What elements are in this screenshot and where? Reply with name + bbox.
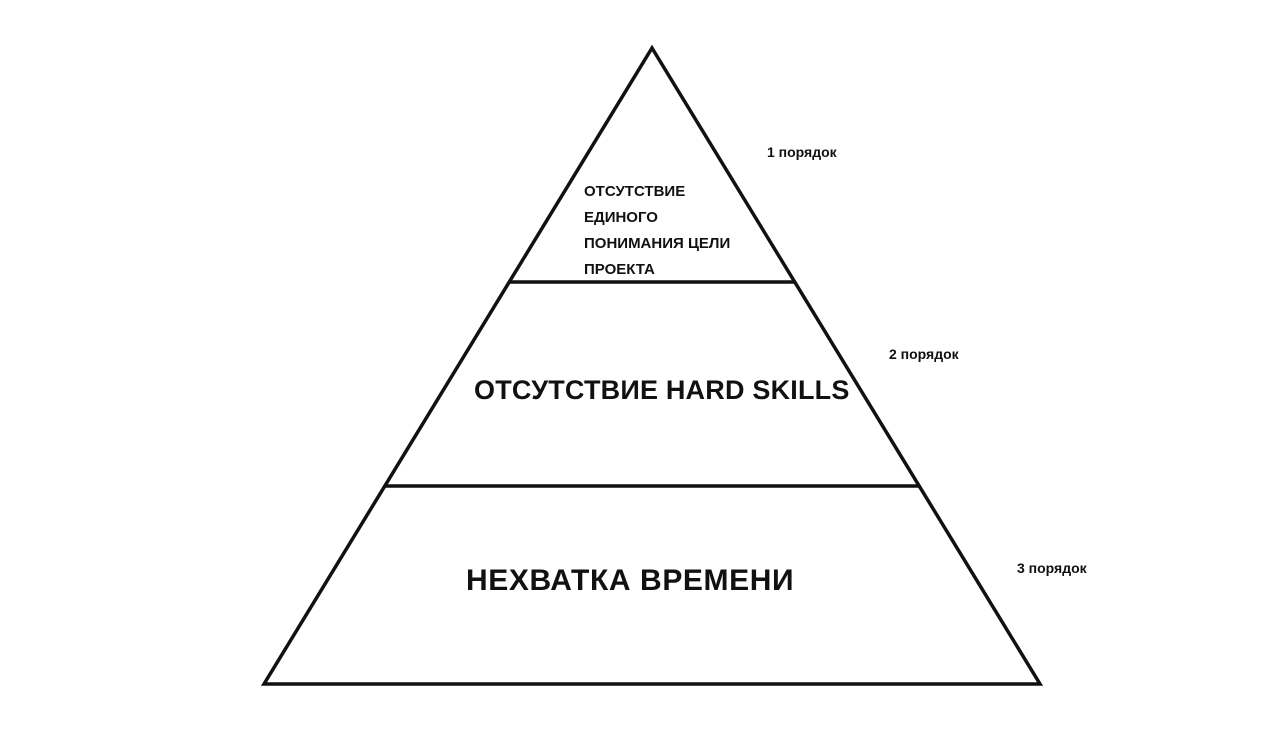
- tier-1-line-4: ПРОЕКТА: [584, 261, 655, 278]
- tier-3-text: НЕХВАТКА ВРЕМЕНИ: [466, 564, 795, 597]
- pyramid-outline: [260, 44, 1044, 686]
- tier-1-line-1: ОТСУТСТВИЕ: [584, 183, 686, 200]
- order-label-2: 2 порядок: [889, 346, 959, 362]
- tier-2-text: ОТСУТСТВИЕ HARD SKILLS: [474, 375, 850, 405]
- order-label-1: 1 порядок: [767, 144, 837, 160]
- tier-1-line-3: ПОНИМАНИЯ ЦЕЛИ: [584, 235, 731, 252]
- order-label-3: 3 порядок: [1017, 560, 1087, 576]
- tier-1-line-2: ЕДИНОГО: [584, 209, 658, 226]
- tier-1-text: ОТСУТСТВИЕ ЕДИНОГО ПОНИМАНИЯ ЦЕЛИ ПРОЕКТ…: [584, 179, 774, 283]
